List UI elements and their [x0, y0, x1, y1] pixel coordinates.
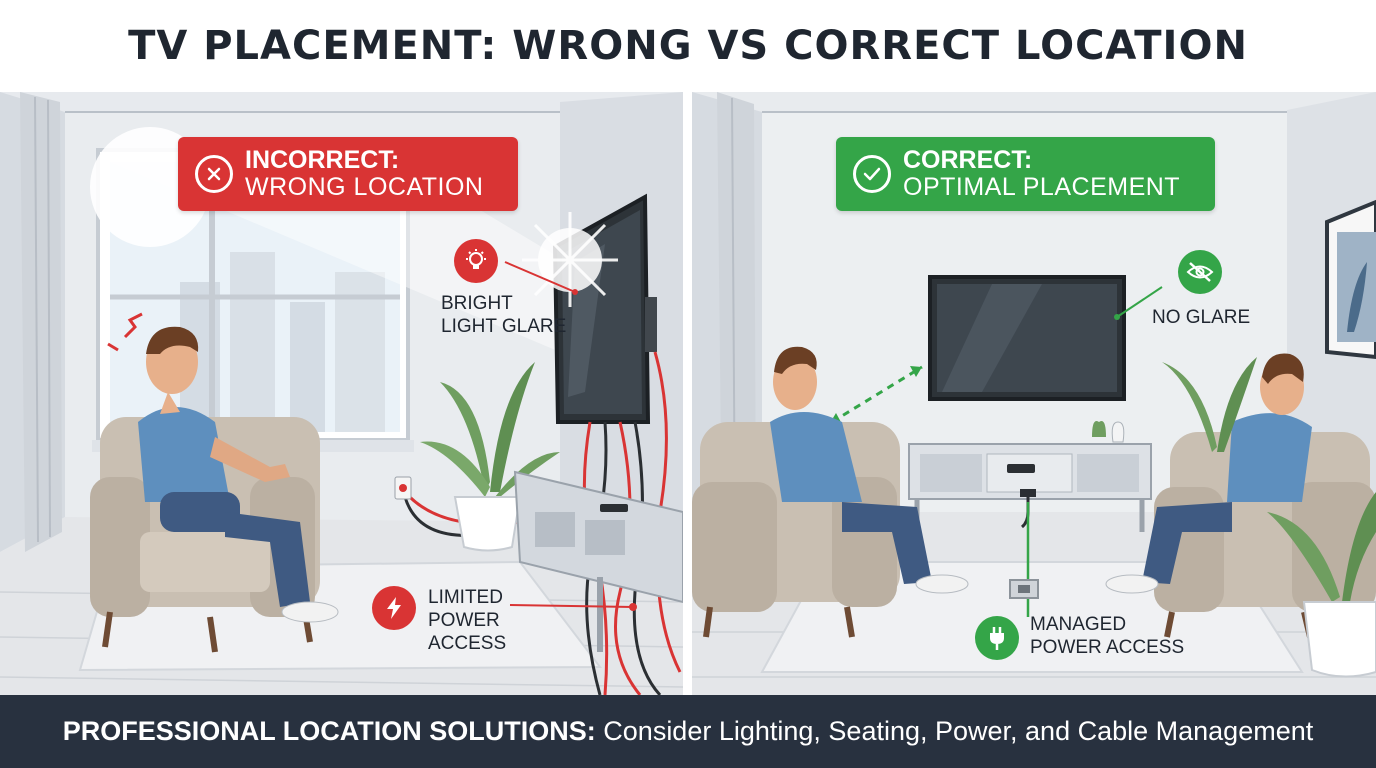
lightning-icon: [372, 586, 416, 630]
footer-bar: PROFESSIONAL LOCATION SOLUTIONS: Conside…: [0, 695, 1376, 768]
correct-panel: CORRECT: OPTIMAL PLACEMENT NO GLARE MANA…: [692, 92, 1376, 695]
incorrect-badge-heading: INCORRECT:: [245, 146, 400, 174]
wall-mounted-tv: [928, 275, 1126, 401]
incorrect-badge: INCORRECT: WRONG LOCATION: [178, 137, 518, 211]
eye-slash-icon: [1178, 250, 1222, 294]
correct-badge: CORRECT: OPTIMAL PLACEMENT: [836, 137, 1215, 211]
tv-console: [908, 421, 1152, 532]
wall-mounted-tv-glare: [522, 193, 657, 424]
curtain: [20, 92, 62, 552]
potted-plant: [420, 362, 560, 552]
managed-power-callout-line2: POWER ACCESS: [1030, 637, 1185, 658]
page-title: TV PLACEMENT: WRONG VS CORRECT LOCATION: [128, 23, 1248, 69]
glare-callout-line2: LIGHT GLARE: [441, 316, 567, 337]
glare-callout: BRIGHT LIGHT GLARE: [441, 292, 566, 338]
footer-bold-text: PROFESSIONAL LOCATION SOLUTIONS:: [62, 716, 596, 746]
tv-console: [513, 470, 683, 652]
incorrect-panel: INCORRECT: WRONG LOCATION BRIGHT LIGHT G…: [0, 92, 683, 695]
power-callout-line1: LIMITED: [428, 587, 503, 608]
glare-callout-line1: BRIGHT: [441, 293, 513, 314]
incorrect-badge-subtitle: WRONG LOCATION: [245, 173, 484, 201]
managed-power-callout-line1: MANAGED: [1030, 614, 1127, 635]
x-circle-icon: [195, 155, 233, 193]
managed-power-callout: MANAGED POWER ACCESS: [1030, 613, 1184, 659]
managed-cable: [1009, 497, 1039, 617]
footer-text: Consider Lighting, Seating, Power, and C…: [595, 716, 1314, 746]
correct-badge-heading: CORRECT:: [903, 146, 1033, 174]
seated-viewer-right: [1105, 353, 1312, 594]
plug-icon: [975, 616, 1019, 660]
power-callout-line2: POWER: [428, 610, 500, 631]
glare-burst: [522, 212, 618, 307]
wall-art: [1325, 199, 1376, 360]
check-circle-icon: [853, 155, 891, 193]
panel-divider: [683, 92, 692, 695]
annoyed-viewer: [107, 312, 339, 623]
power-callout-line3: ACCESS: [428, 633, 507, 654]
no-glare-callout: NO GLARE: [1152, 306, 1250, 329]
potted-plant-back: [1162, 357, 1257, 452]
power-callout: LIMITED POWER ACCESS: [428, 586, 506, 655]
seated-viewer-left: [770, 346, 969, 594]
correct-badge-subtitle: OPTIMAL PLACEMENT: [903, 173, 1181, 201]
no-glare-callout-line1: NO GLARE: [1152, 307, 1251, 328]
title-bar: TV PLACEMENT: WRONG VS CORRECT LOCATION: [0, 0, 1376, 92]
lightbulb-icon: [454, 239, 498, 283]
